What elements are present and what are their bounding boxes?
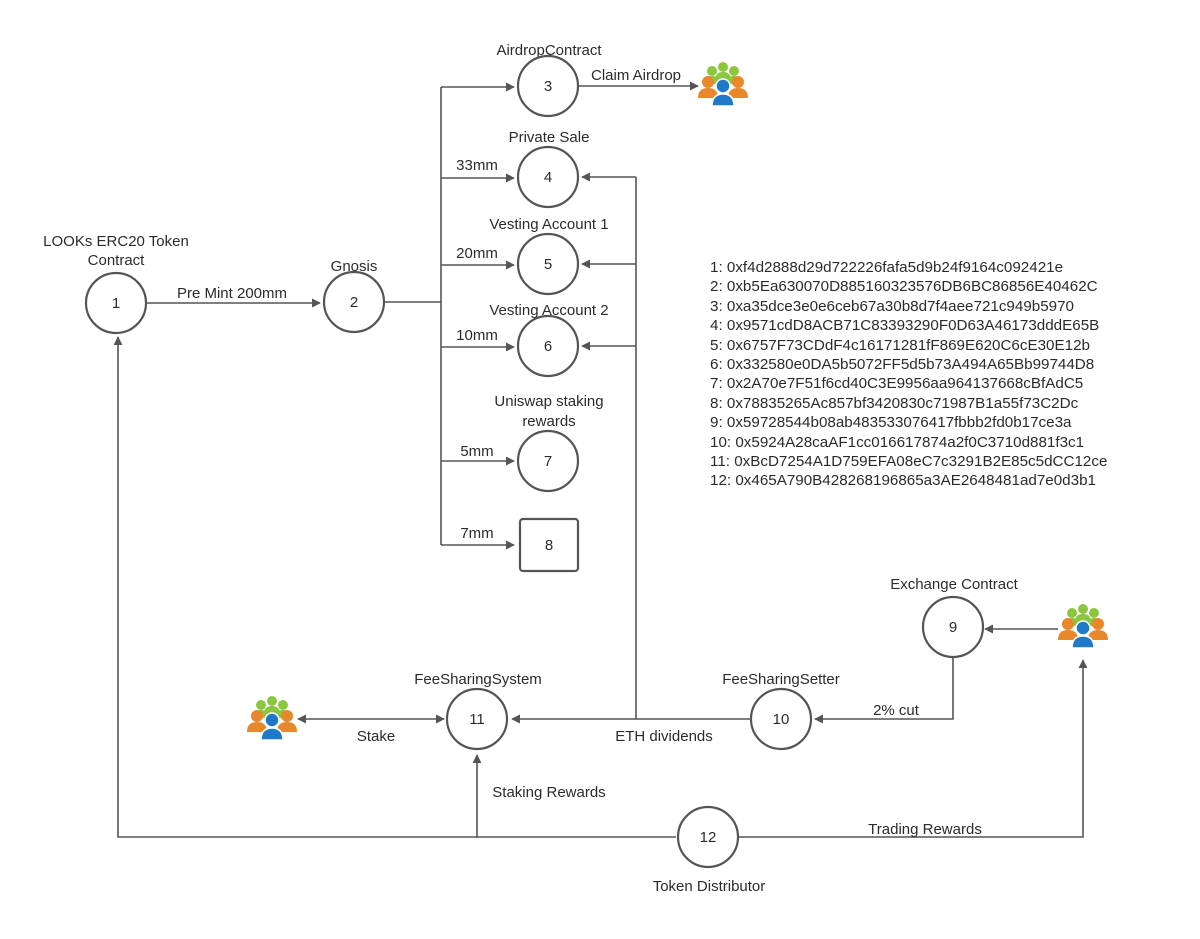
address-item: 12: 0x465A790B428268196865a3AE2648481ad7… — [710, 472, 1096, 490]
node-4-number: 4 — [544, 169, 552, 186]
node-12-token-distributor: 12 Token Distributor — [653, 805, 766, 895]
node-5-vesting-1: Vesting Account 1 5 — [489, 216, 609, 296]
edge-label-stake: Stake — [357, 728, 395, 745]
edge-12-to-users — [738, 659, 1088, 838]
node-1-lookstoken: LOOKs ERC20 Token Contract 1 — [43, 233, 189, 335]
user-group-icon — [697, 61, 749, 107]
node-5-circle — [516, 232, 580, 296]
address-item: 9: 0x59728544b08ab483533076417fbbb2fd0b1… — [710, 414, 1072, 432]
node-1-title-line-2: Contract — [88, 252, 146, 269]
address-item: 5: 0x6757F73CDdF4c16171281fF869E620C6cE3… — [710, 336, 1090, 354]
node-9-circle — [921, 595, 985, 659]
address-item: 3: 0xa35dce3e0e6ceb67a30b8d7f4aee721c949… — [710, 297, 1075, 315]
edge-label-7mm: 7mm — [460, 525, 493, 542]
node-2-number: 2 — [350, 294, 358, 311]
node-10-number: 10 — [773, 711, 790, 728]
node-9-title: Exchange Contract — [890, 576, 1018, 593]
user-group-icon — [246, 695, 298, 741]
node-3-title: AirdropContract — [496, 42, 602, 59]
node-9-number: 9 — [949, 619, 957, 636]
edge-9-to-10 — [814, 657, 954, 724]
node-9-exchange: Exchange Contract 9 — [890, 576, 1019, 659]
node-10-feesharingsetter: FeeSharingSetter 10 — [722, 671, 840, 751]
node-2-gnosis: Gnosis 2 — [322, 258, 386, 334]
node-7-uniswap-staking: Uniswap staking rewards 7 — [494, 393, 604, 493]
node-11-circle — [445, 687, 509, 751]
node-8: 8 — [518, 517, 580, 573]
node-11-feesharingsystem: FeeSharingSystem 11 — [414, 671, 542, 751]
edge-label-2pct-cut: 2% cut — [873, 702, 920, 719]
node-12-number: 12 — [700, 829, 717, 846]
node-11-title: FeeSharingSystem — [414, 671, 542, 688]
node-4-title: Private Sale — [509, 129, 590, 146]
node-8-number: 8 — [545, 537, 553, 554]
address-item: 11: 0xBcD7254A1D759EFA08eC7c3291B2E85c5d… — [710, 453, 1108, 471]
node-6-circle — [516, 314, 580, 378]
edge-label-pre-mint: Pre Mint 200mm — [177, 285, 287, 302]
node-7-title-line-1: Uniswap staking — [494, 393, 603, 410]
edge-label-claim-airdrop: Claim Airdrop — [591, 67, 681, 84]
node-3-airdrop: AirdropContract 3 — [496, 42, 602, 118]
contract-address-list: 1: 0xf4d2888d29d722226fafa5d9b24f9164c09… — [710, 258, 1107, 491]
address-item: 8: 0x78835265Ac857bf3420830c71987B1a55f7… — [710, 394, 1079, 412]
user-group-icon — [1057, 603, 1109, 649]
node-5-title: Vesting Account 1 — [489, 216, 608, 233]
address-item: 2: 0xb5Ea630070D885160323576DB6BC86856E4… — [710, 278, 1098, 296]
node-7-number: 7 — [544, 453, 552, 470]
node-12-circle — [676, 805, 740, 869]
edges — [113, 81, 1088, 838]
node-2-title: Gnosis — [331, 258, 378, 275]
address-item: 1: 0xf4d2888d29d722226fafa5d9b24f9164c09… — [710, 259, 1064, 276]
node-12-title: Token Distributor — [653, 878, 766, 895]
node-5-number: 5 — [544, 256, 552, 273]
node-1-circle — [84, 271, 148, 335]
node-10-title: FeeSharingSetter — [722, 671, 840, 688]
nodes: LOOKs ERC20 Token Contract 1 Gnosis 2 Ai… — [43, 42, 1018, 895]
edge-labels: Pre Mint 200mm 33mm 20mm 10mm 5mm 7mm Cl… — [177, 67, 982, 838]
node-11-number: 11 — [469, 711, 485, 728]
edge-12-to-1 — [113, 336, 477, 838]
edge-label-10mm: 10mm — [456, 327, 498, 344]
node-7-title-line-2: rewards — [522, 413, 575, 430]
address-item: 10: 0x5924A28caAF1cc016617874a2f0C3710d8… — [710, 433, 1085, 451]
address-item: 7: 0x2A70e7F51f6cd40C3E9956aa964137668cB… — [710, 375, 1084, 393]
node-3-circle — [516, 54, 580, 118]
edge-label-5mm: 5mm — [460, 443, 493, 460]
node-10-circle — [749, 687, 813, 751]
edge-label-eth-dividends: ETH dividends — [615, 728, 713, 745]
node-6-vesting-2: Vesting Account 2 6 — [489, 302, 609, 378]
edge-label-33mm: 33mm — [456, 157, 498, 174]
node-6-number: 6 — [544, 338, 552, 355]
node-1-title-line-1: LOOKs ERC20 Token — [43, 233, 189, 250]
node-2-circle — [322, 270, 386, 334]
node-6-title: Vesting Account 2 — [489, 302, 608, 319]
node-4-circle — [516, 145, 580, 209]
address-item: 4: 0x9571cdD8ACB71C83393290F0D63A46173dd… — [710, 317, 1100, 335]
node-4-private-sale: Private Sale 4 — [509, 129, 590, 209]
edge-label-20mm: 20mm — [456, 245, 498, 262]
edge-label-staking-rewards: Staking Rewards — [492, 784, 605, 801]
address-item: 6: 0x332580e0DA5b5072FF5d5b73A494A65Bb99… — [710, 356, 1095, 374]
node-8-box — [518, 517, 580, 573]
node-3-number: 3 — [544, 78, 552, 95]
edge-label-trading-rewards: Trading Rewards — [868, 821, 982, 838]
node-7-circle — [516, 429, 580, 493]
node-1-number: 1 — [112, 295, 120, 312]
